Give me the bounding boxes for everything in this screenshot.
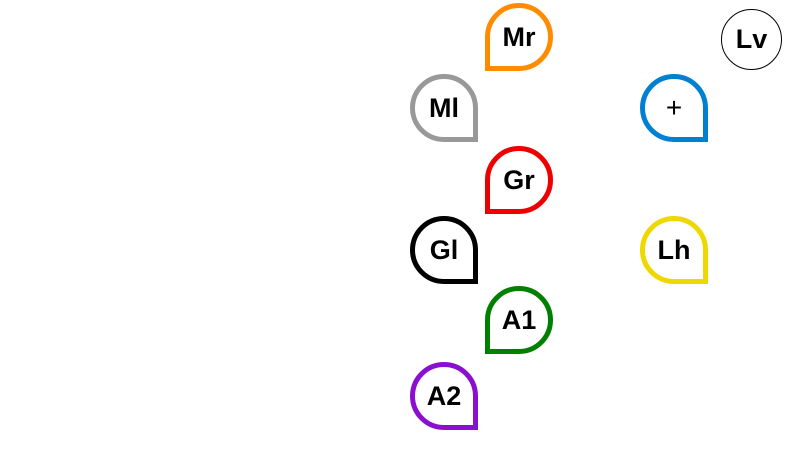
mr-button[interactable]: Mr (485, 3, 553, 71)
gl-button[interactable]: Gl (410, 216, 478, 284)
a2-button[interactable]: A2 (410, 362, 478, 430)
ml-button[interactable]: Ml (410, 74, 478, 142)
lh-button[interactable]: Lh (640, 216, 708, 284)
gr-button[interactable]: Gr (485, 146, 553, 214)
plus-button[interactable]: + (640, 74, 708, 142)
lv-button[interactable]: Lv (721, 9, 782, 70)
a1-button[interactable]: A1 (485, 286, 553, 354)
